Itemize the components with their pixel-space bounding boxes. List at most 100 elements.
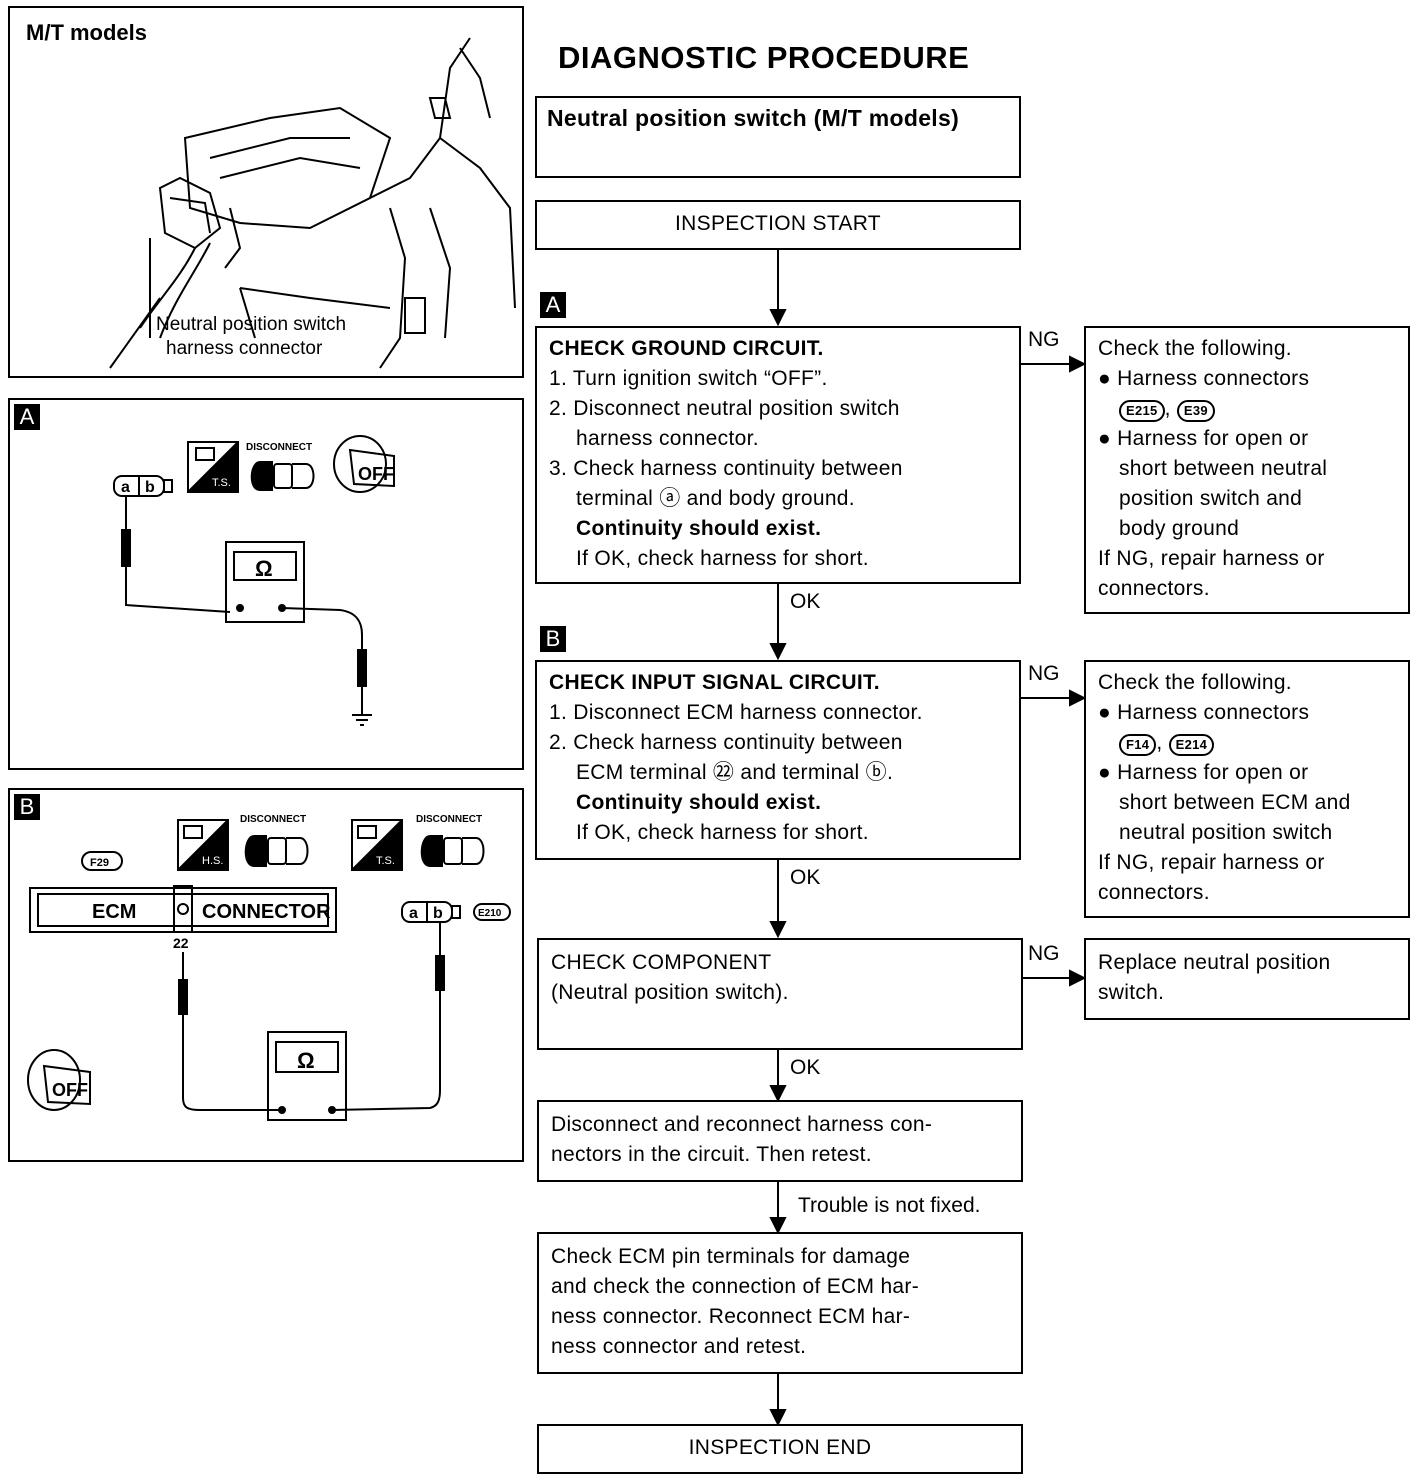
- figure-a-off: OFF: [358, 464, 394, 484]
- ng-b-t3: short between ECM and: [1119, 791, 1351, 814]
- step-e-line2: and check the connection of ECM har-: [551, 1275, 919, 1298]
- ng-c-line1: Replace neutral position: [1098, 951, 1331, 974]
- figure-b-ts-label: T.S.: [376, 855, 395, 867]
- connector-e39: E39: [1176, 400, 1215, 422]
- ng-b-t1: ● Harness connectors: [1098, 701, 1310, 724]
- ok-label-b: OK: [790, 866, 821, 889]
- step-a-line2b: harness connector.: [576, 427, 759, 450]
- figure-b-tag: B: [14, 794, 40, 820]
- ng-a-t7: connectors.: [1098, 577, 1210, 600]
- figure-b-disconnect1: DISCONNECT: [240, 814, 306, 825]
- step-a-title: CHECK GROUND CIRCUIT.: [549, 337, 824, 360]
- connector-e214: E214: [1168, 734, 1215, 756]
- procedure-header: Neutral position switch (M/T models): [535, 96, 1021, 178]
- step-e-box: Check ECM pin terminals for damage and c…: [537, 1232, 1023, 1374]
- step-c-line2: (Neutral position switch).: [551, 981, 789, 1004]
- callout-line2: harness connector: [166, 338, 323, 359]
- inspection-end-text: INSPECTION END: [688, 1436, 872, 1459]
- figure-b-ohm: Ω: [297, 1048, 315, 1073]
- figure-b-conn-f29: F29: [90, 857, 109, 869]
- step-a-line3b: terminal ⓐ and body ground.: [576, 487, 855, 510]
- inspection-start: INSPECTION START: [535, 200, 1021, 250]
- inspection-start-text: INSPECTION START: [675, 212, 881, 235]
- ng-a-t4: position switch and: [1119, 487, 1303, 510]
- ng-b-t6: connectors.: [1098, 881, 1210, 904]
- step-d-box: Disconnect and reconnect harness con- ne…: [537, 1100, 1023, 1182]
- ng-a-t5: body ground: [1119, 517, 1240, 540]
- step-e-line1: Check ECM pin terminals for damage: [551, 1245, 911, 1268]
- ng-label-a: NG: [1028, 328, 1060, 351]
- ng-b-t4: neutral position switch: [1119, 821, 1333, 844]
- ng-a-box: Check the following. ● Harness connector…: [1084, 326, 1410, 614]
- step-b-line1: 1. Disconnect ECM harness connector.: [549, 701, 923, 724]
- ng-a-t1: ● Harness connectors: [1098, 367, 1310, 390]
- ng-a-t6: If NG, repair harness or: [1098, 547, 1325, 570]
- figure-b-off: OFF: [52, 1080, 88, 1100]
- figure-b-diagram: H.S. DISCONNECT T.S. DISCONNECT F29 ECM …: [27, 814, 511, 1121]
- step-a-line2a: 2. Disconnect neutral position switch: [549, 397, 900, 420]
- ng-b-t2: ● Harness for open or: [1098, 761, 1309, 784]
- figure-b-probe-b: b: [433, 905, 443, 922]
- step-b-tag: B: [540, 626, 566, 652]
- connector-f14: F14: [1119, 734, 1157, 756]
- procedure-header-text: Neutral position switch (M/T models): [547, 105, 960, 131]
- step-d-line2: nectors in the circuit. Then retest.: [551, 1143, 872, 1166]
- figure-a: A: [8, 398, 524, 770]
- inspection-end: INSPECTION END: [537, 1424, 1023, 1474]
- figure-mt-label: M/T models: [26, 20, 148, 45]
- step-a-line1: 1. Turn ignition switch “OFF”.: [549, 367, 828, 390]
- figure-b-ecm: ECM: [92, 901, 136, 923]
- step-c-box: CHECK COMPONENT (Neutral position switch…: [537, 938, 1023, 1050]
- figure-b-probe-a: a: [409, 905, 418, 922]
- figure-mt-models: M/T models Neutral position switch harne…: [8, 6, 524, 378]
- figure-b-hs-label: H.S.: [202, 855, 223, 867]
- step-b-line2a: 2. Check harness continuity between: [549, 731, 903, 754]
- figure-a-ts-label: T.S.: [212, 477, 231, 489]
- figure-a-disconnect: DISCONNECT: [246, 442, 312, 453]
- step-a-line4: Continuity should exist.: [576, 517, 822, 540]
- ng-b-t0: Check the following.: [1098, 671, 1292, 694]
- figure-b-disconnect2: DISCONNECT: [416, 814, 482, 825]
- figure-a-probe-b: b: [145, 479, 155, 496]
- ng-label-b: NG: [1028, 662, 1060, 685]
- step-a-tag: A: [540, 292, 566, 318]
- ng-a-t2: ● Harness for open or: [1098, 427, 1309, 450]
- engine-illustration: [109, 37, 516, 369]
- ng-c-line2: switch.: [1098, 981, 1165, 1004]
- step-b-line2b: ECM terminal ㉒ and terminal ⓑ.: [576, 761, 894, 784]
- step-b-line4: If OK, check harness for short.: [576, 821, 869, 844]
- ng-a-t0: Check the following.: [1098, 337, 1292, 360]
- step-e-line4: ness connector and retest.: [551, 1335, 807, 1358]
- figure-b-conn-e210: E210: [478, 908, 502, 919]
- ng-a-connectors: E215, E39: [1098, 394, 1396, 424]
- figure-a-tag: A: [14, 404, 40, 430]
- figure-b-pin: 22: [173, 935, 189, 951]
- step-a-box: CHECK GROUND CIRCUIT. 1. Turn ignition s…: [535, 326, 1021, 584]
- callout-line1: Neutral position switch: [156, 314, 347, 335]
- step-b-line3: Continuity should exist.: [576, 791, 822, 814]
- step-d-line1: Disconnect and reconnect harness con-: [551, 1113, 933, 1136]
- step-a-line5: If OK, check harness for short.: [576, 547, 869, 570]
- ng-b-connectors: F14, E214: [1098, 728, 1396, 758]
- ok-label-c: OK: [790, 1056, 821, 1079]
- ok-label-a: OK: [790, 590, 821, 613]
- ng-label-c: NG: [1028, 942, 1060, 965]
- step-b-title: CHECK INPUT SIGNAL CIRCUIT.: [549, 671, 880, 694]
- connector-e215: E215: [1119, 400, 1165, 422]
- step-e-line3: ness connector. Reconnect ECM har-: [551, 1305, 911, 1328]
- figure-a-ohm: Ω: [255, 556, 273, 581]
- figure-b: B: [8, 788, 524, 1162]
- ng-b-t5: If NG, repair harness or: [1098, 851, 1325, 874]
- step-a-line3a: 3. Check harness continuity between: [549, 457, 903, 480]
- figure-b-connector: CONNECTOR: [202, 901, 331, 923]
- figure-a-diagram: a b Ω T.S. DISCONNECT OFF: [113, 435, 395, 726]
- not-fixed-label: Trouble is not fixed.: [798, 1194, 981, 1217]
- ng-a-t3: short between neutral: [1119, 457, 1328, 480]
- ng-c-box: Replace neutral position switch.: [1084, 938, 1410, 1020]
- step-c-line1: CHECK COMPONENT: [551, 951, 772, 974]
- ng-b-box: Check the following. ● Harness connector…: [1084, 660, 1410, 918]
- figure-a-probe-a: a: [121, 479, 130, 496]
- page-title: DIAGNOSTIC PROCEDURE: [558, 40, 970, 75]
- step-b-box: CHECK INPUT SIGNAL CIRCUIT. 1. Disconnec…: [535, 660, 1021, 860]
